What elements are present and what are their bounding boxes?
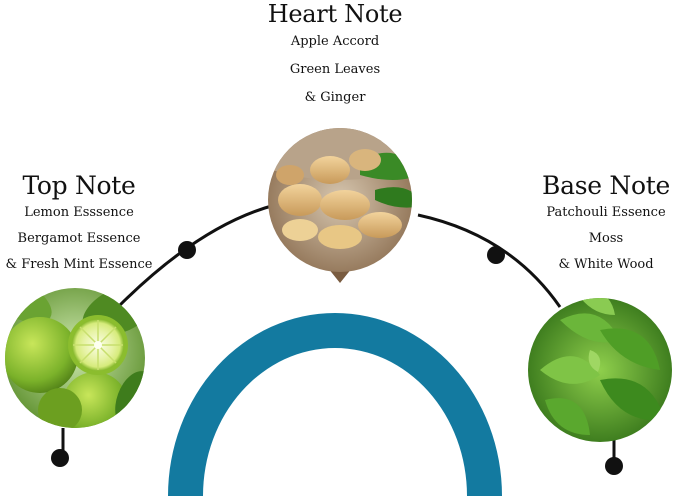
heart-note-block: Heart Note Apple Accord Green Leaves & G… (262, 0, 408, 112)
top-note-item: Bergamot Essence (17, 231, 141, 246)
heart-note-title: Heart Note (267, 0, 403, 28)
heart-note-item: Apple Accord (290, 34, 380, 49)
base-note-item: Moss (588, 231, 624, 246)
ginger-image (268, 128, 412, 283)
mint-leaves-image (528, 298, 672, 442)
blue-arch (168, 313, 502, 496)
top-note-items: Lemon Esssence Bergamot Essence & Fresh … (4, 200, 154, 278)
heart-note-item: & Ginger (304, 90, 366, 105)
top-note-title: Top Note (22, 171, 136, 200)
top-note-item: Lemon Esssence (24, 205, 134, 220)
top-note-item: & Fresh Mint Essence (5, 257, 153, 272)
bottom-dot-right (605, 457, 623, 475)
base-note-items: Patchouli Essence Moss & White Wood (531, 200, 679, 278)
top-note-block: Top Note Lemon Esssence Bergamot Essence… (4, 172, 154, 278)
connector-dot-left (178, 241, 196, 259)
base-note-item: Patchouli Essence (546, 205, 666, 220)
bottom-dot-left (51, 449, 69, 467)
base-note-title: Base Note (542, 171, 670, 200)
base-note-block: Base Note Patchouli Essence Moss & White… (531, 172, 679, 278)
connector-dot-right (487, 246, 505, 264)
bergamot-image (5, 288, 145, 428)
heart-note-item: Green Leaves (289, 62, 381, 77)
base-note-item: & White Wood (558, 257, 654, 272)
heart-note-items: Apple Accord Green Leaves & Ginger (262, 28, 408, 112)
